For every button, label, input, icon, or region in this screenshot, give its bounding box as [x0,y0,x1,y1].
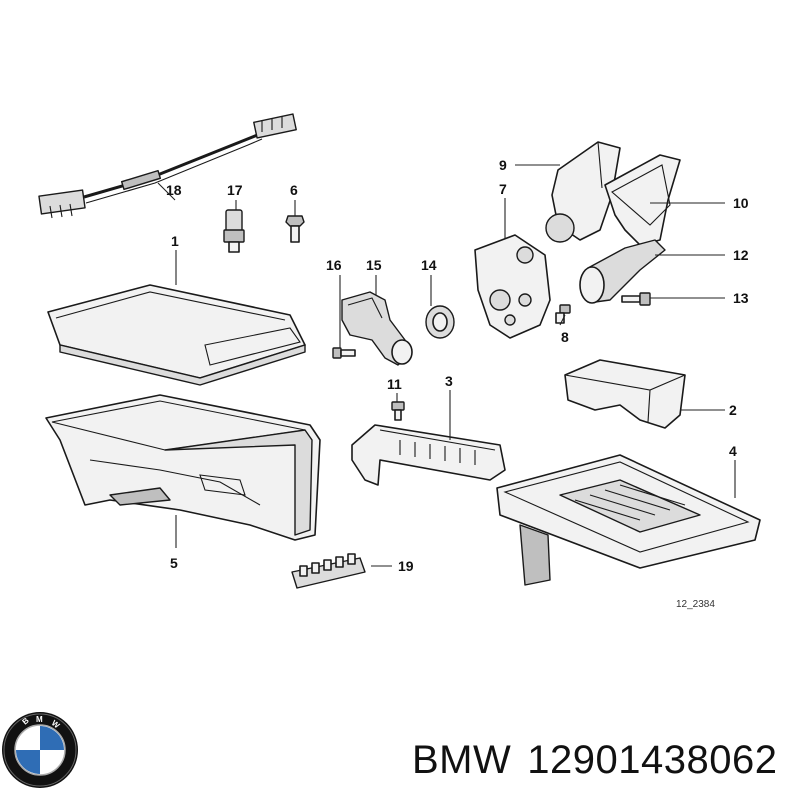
callout-14: 14 [421,257,437,273]
callout-5: 5 [170,555,178,571]
logo-blue-quadrant [16,750,40,774]
logo-blue-quadrant [40,726,64,750]
callout-15: 15 [366,257,382,273]
callout-1: 1 [171,233,179,249]
part-15-elbow-grommet [341,291,413,366]
part-16-screw [332,347,356,359]
callout-8: 8 [561,329,569,345]
part-10-bracket [604,154,681,246]
callout-2: 2 [729,402,737,418]
callout-16: 16 [326,257,342,273]
part-number: 12901438062 [527,738,778,782]
callout-11: 11 [387,376,402,392]
part-18-wiring-harness [38,113,297,219]
callout-4: 4 [729,443,737,459]
callout-18: 18 [166,182,182,198]
part-19-terminal-strip [291,553,366,589]
brand-name: BMW [412,738,512,782]
part-7-shield-plate [474,234,551,339]
part-1-cover [47,284,306,386]
part-2-box-lid [564,359,686,429]
callout-17: 17 [227,182,243,198]
callout-10: 10 [733,195,749,211]
part-3-relay-carrier [351,424,506,486]
product-title: BMW 12901438062 [412,738,777,783]
part-11-screw [391,401,405,421]
callout-9: 9 [499,157,507,173]
part-14-ring [425,305,455,339]
leader-lines [157,164,736,567]
callout-13: 13 [733,290,749,306]
diagram-reference-code: 12_2384 [676,599,715,610]
callout-19: 19 [398,558,414,574]
part-17-sensor [223,209,245,253]
part-13-screw [621,292,651,306]
part-8-screw [555,304,571,324]
callout-12: 12 [733,247,749,263]
part-5-lower-housing [45,394,321,541]
callout-labels: 1 2 3 4 5 6 7 8 9 10 11 12 13 14 15 16 1… [166,157,749,610]
part-9-cover-piece [545,141,621,243]
callout-3: 3 [445,373,453,389]
svg-text:W: W [50,718,62,730]
part-6-bolt [285,215,305,243]
bmw-logo: B M W [2,712,78,788]
svg-text:B: B [21,716,31,727]
callout-6: 6 [290,182,298,198]
part-12-grommet-tube [579,239,666,304]
part-4-fuse-tray [496,454,761,586]
callout-7: 7 [499,181,507,197]
svg-text:M: M [36,715,43,724]
